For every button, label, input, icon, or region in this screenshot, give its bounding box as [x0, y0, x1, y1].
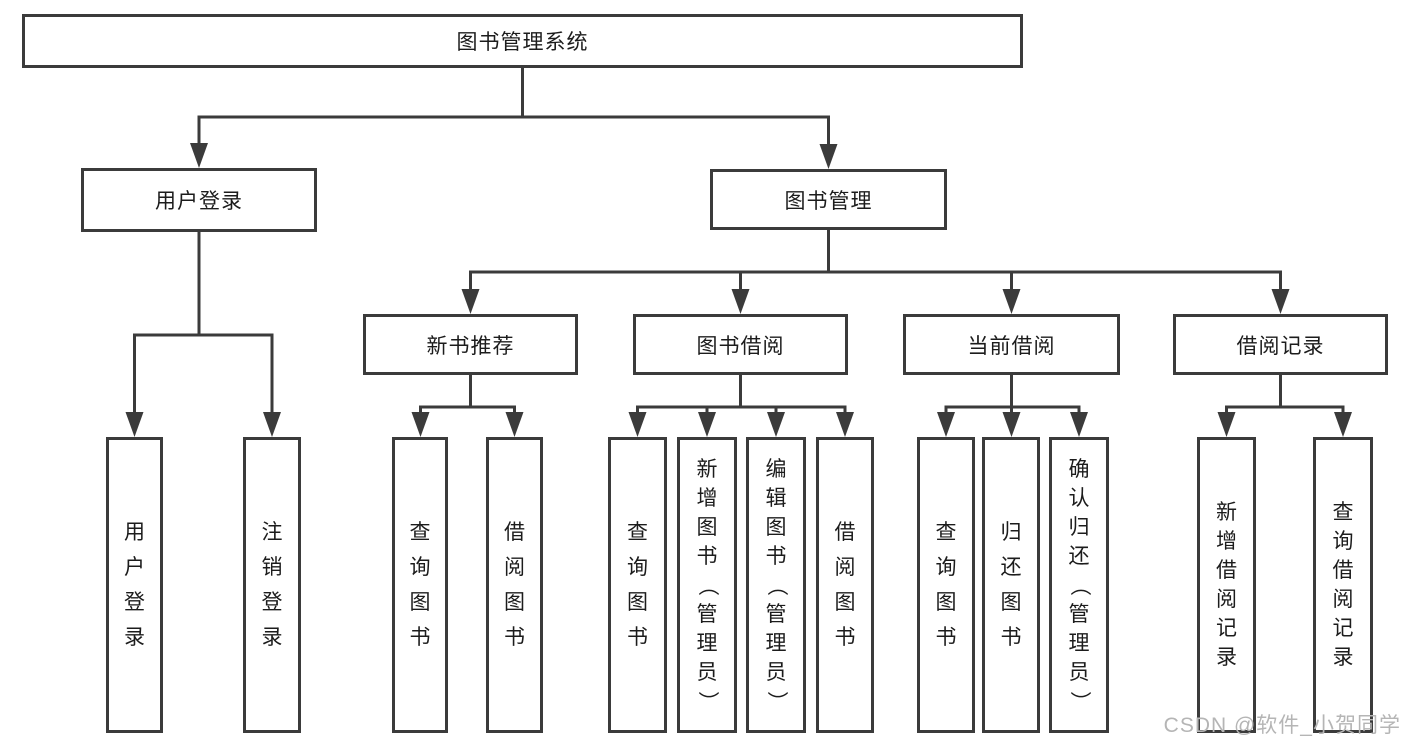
arrowhead [1002, 289, 1021, 314]
node-root: 图书管理系统 [22, 14, 1023, 68]
arrowhead [190, 143, 208, 168]
leaf-add-borrow-record: 新增借阅记录 [1197, 437, 1256, 733]
arrowhead [1334, 412, 1352, 437]
leaf-confirm-return-admin-label: 确认归还（管理员） [1067, 457, 1091, 712]
leaf-user-login-label: 用户登录 [124, 521, 145, 649]
arrowhead [1217, 412, 1236, 437]
leaf-borrow-query-books-label: 查询图书 [627, 521, 648, 649]
arrowhead [505, 412, 524, 437]
node-new-book-recommend: 新书推荐 [363, 314, 578, 375]
connector-new-book-children [411, 375, 524, 437]
arrowhead [461, 289, 480, 314]
leaf-add-borrow-record-label: 新增借阅记录 [1216, 501, 1237, 669]
arrowhead [698, 412, 716, 437]
leaf-query-borrow-record: 查询借阅记录 [1313, 437, 1373, 733]
watermark-text: CSDN @软件_小贺同学 [1163, 714, 1401, 737]
leaf-add-books-admin: 新增图书（管理员） [677, 437, 737, 733]
arrowhead [125, 412, 144, 437]
node-current-borrow-label: 当前借阅 [967, 334, 1056, 358]
leaf-return-books: 归还图书 [982, 437, 1040, 733]
connector-current-borrow-children [937, 375, 1088, 437]
node-book-management-label: 图书管理 [784, 189, 873, 213]
arrowhead [937, 412, 955, 437]
leaf-newbook-borrow-books-label: 借阅图书 [504, 521, 525, 649]
leaf-newbook-borrow-books: 借阅图书 [486, 437, 543, 733]
arrowhead [731, 289, 750, 314]
connector-borrow-record-children [1217, 375, 1352, 437]
arrowhead [628, 412, 647, 437]
arrowhead [1271, 289, 1290, 314]
leaf-current-query-books-label: 查询图书 [935, 521, 957, 649]
leaf-confirm-return-admin: 确认归还（管理员） [1049, 437, 1109, 733]
leaf-edit-books-admin: 编辑图书（管理员） [746, 437, 806, 733]
node-book-management: 图书管理 [710, 169, 947, 230]
node-book-borrow: 图书借阅 [633, 314, 848, 375]
leaf-user-login: 用户登录 [106, 437, 163, 733]
arrowhead [767, 412, 785, 437]
connector-root-to-level2 [190, 66, 838, 169]
node-borrow-records-label: 借阅记录 [1236, 334, 1325, 358]
leaf-edit-books-admin-label: 编辑图书（管理员） [764, 457, 788, 712]
leaf-borrow-books: 借阅图书 [816, 437, 874, 733]
arrowhead [836, 412, 854, 437]
leaf-borrow-query-books: 查询图书 [608, 437, 667, 733]
connector-book-mgmt-children [461, 230, 1290, 314]
leaf-query-borrow-record-label: 查询借阅记录 [1332, 501, 1354, 669]
node-current-borrow: 当前借阅 [903, 314, 1120, 375]
leaf-current-query-books: 查询图书 [917, 437, 975, 733]
connector-book-borrow-children [628, 375, 854, 437]
arrowhead [819, 144, 838, 169]
node-user-login-label: 用户登录 [155, 190, 243, 213]
arrowhead [1002, 412, 1021, 437]
leaf-logout-label: 注销登录 [261, 521, 283, 649]
connector-user-login-children [125, 232, 281, 437]
leaf-return-books-label: 归还图书 [1000, 521, 1022, 649]
node-book-borrow-label: 图书借阅 [696, 334, 785, 358]
arrowhead [1070, 412, 1088, 437]
leaf-borrow-books-label: 借阅图书 [834, 521, 856, 649]
leaf-newbook-query-books-label: 查询图书 [409, 521, 431, 649]
leaf-add-books-admin-label: 新增图书（管理员） [695, 457, 719, 712]
leaf-logout: 注销登录 [243, 437, 301, 733]
node-user-login: 用户登录 [81, 168, 317, 232]
arrowhead [411, 412, 430, 437]
node-new-book-recommend-label: 新书推荐 [426, 334, 515, 358]
arrowhead [263, 412, 281, 437]
node-root-label: 图书管理系统 [456, 31, 589, 54]
leaf-newbook-query-books: 查询图书 [392, 437, 448, 733]
node-borrow-records: 借阅记录 [1173, 314, 1388, 375]
